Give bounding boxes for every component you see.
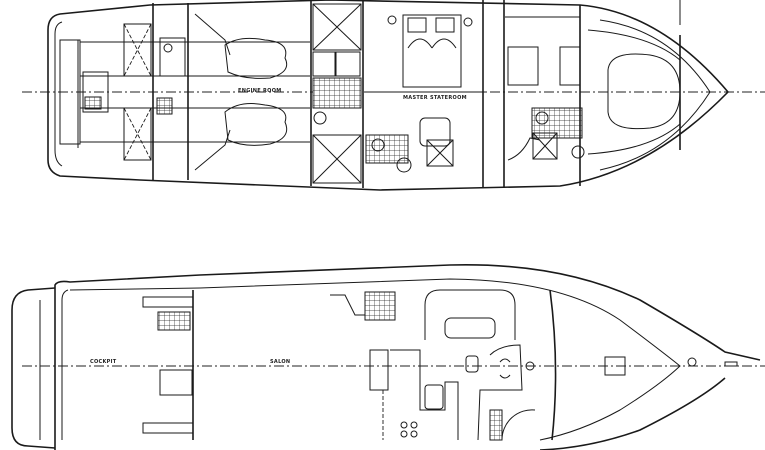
lower-hull-outline	[47, 0, 730, 191]
engine-room-label: ENGINE ROOM	[238, 88, 282, 94]
main-hull-outline	[54, 263, 761, 450]
master-stateroom-label: MASTER STATEROOM	[403, 95, 467, 101]
lower-deck-plan: ENGINE ROOM MASTER STATEROOM	[22, 0, 765, 191]
salon-label: SALON	[270, 359, 290, 365]
swim-platform	[11, 287, 56, 449]
cockpit-label: COCKPIT	[90, 359, 117, 365]
main-deck-plan: COCKPIT SALON	[11, 263, 765, 450]
